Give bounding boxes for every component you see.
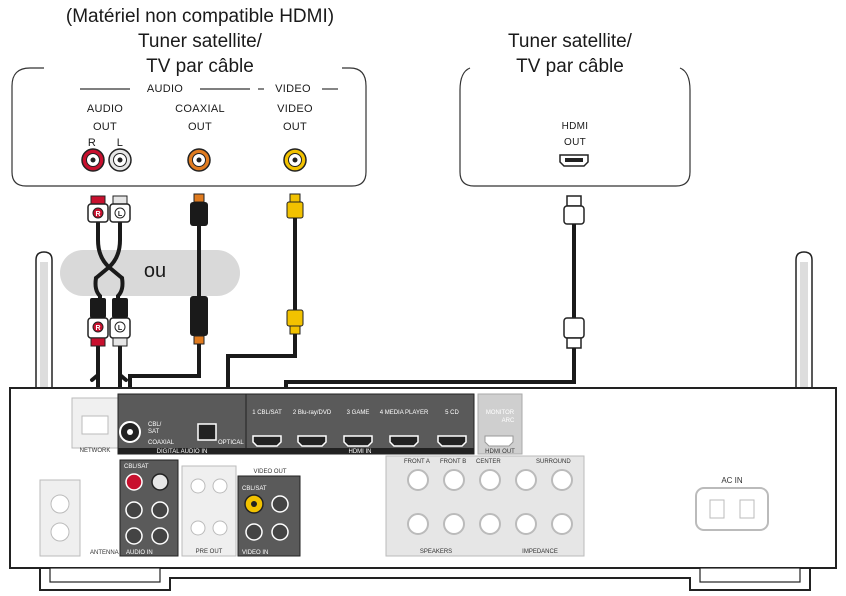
network-port: [71, 397, 119, 449]
plug-l-top-letter: L: [118, 211, 123, 218]
jack-l-label: L: [116, 137, 124, 149]
hdmi-out-label-1: HDMI: [561, 121, 589, 132]
antenna-right: [795, 251, 813, 411]
audio-in-panel: [119, 459, 179, 557]
video-out-label-1: VIDEO: [277, 103, 313, 115]
hdmi-out-label-2: OUT: [563, 137, 586, 148]
label-hdmi-in-title: HDMI IN: [349, 449, 372, 455]
digital-audio-in-panel: [117, 393, 247, 455]
label-hdmi-in-3: 3 GAME: [347, 410, 370, 416]
label-ac-in: AC IN: [721, 476, 743, 485]
audio-plug-l-bottom: [109, 317, 131, 347]
label-center: CENTER: [476, 459, 501, 465]
coaxial-out-label-1: COAXIAL: [175, 103, 225, 115]
coaxial-out-label-2: OUT: [187, 121, 213, 133]
label-video-in-title: VIDEO IN: [242, 550, 268, 556]
label-arc: ARC: [502, 418, 515, 424]
label-hdmi-in-5: 5 CD: [445, 410, 459, 416]
label-front-a: FRONT A: [404, 459, 430, 465]
source-note: (Matériel non compatible HDMI): [65, 6, 335, 27]
jack-coaxial: [187, 148, 211, 172]
label-digital-optical: OPTICAL: [218, 440, 244, 446]
ac-inlet: [695, 487, 769, 531]
label-front-b: FRONT B: [440, 459, 466, 465]
audio-plug-r-top: [87, 195, 109, 223]
hdmi-out-port-icon: [559, 154, 589, 167]
label-audio-in-title: AUDIO IN: [126, 550, 153, 556]
audio-out-label-2: OUT: [92, 121, 118, 133]
label-network: NETWORK: [80, 448, 111, 454]
hdmi-device-box: [459, 67, 691, 187]
label-speakers: SPEAKERS: [420, 549, 452, 555]
jack-video: [283, 148, 307, 172]
plug-r-bottom-letter: R: [95, 325, 100, 332]
video-in-panel: [237, 475, 301, 557]
group-audio-label: AUDIO: [146, 83, 184, 95]
speaker-terminals: [385, 455, 585, 557]
source-title-line1: Tuner satellite/: [138, 31, 262, 52]
label-hdmi-in-2: 2 Blu-ray/DVD: [293, 410, 332, 416]
label-antenna: ANTENNA: [90, 550, 119, 556]
hdmi-out-panel: [477, 393, 523, 455]
plug-r-top-letter: R: [95, 211, 100, 218]
label-digital-sat: SAT: [148, 429, 160, 435]
audio-out-label-1: AUDIO: [86, 103, 124, 115]
antenna-terminals: [39, 479, 81, 557]
label-impedance: IMPEDANCE: [522, 549, 558, 555]
alternative-label: ou: [143, 260, 167, 282]
audio-plug-r-bottom: [87, 317, 109, 347]
hdmi-device-title-line2: TV par câble: [516, 56, 624, 77]
label-digital-coaxial: COAXIAL: [148, 440, 175, 446]
label-monitor: MONITOR: [486, 410, 515, 416]
hdmi-device-title-line1: Tuner satellite/: [508, 31, 632, 52]
video-out-label-2: OUT: [282, 121, 308, 133]
label-pre-out: PRE OUT: [196, 549, 223, 555]
audio-plug-l-top: [109, 195, 131, 223]
label-audio-in-cbl: CBL/SAT: [124, 464, 149, 470]
label-hdmi-in-4: 4 MEDIA PLAYER: [380, 410, 429, 416]
label-hdmi-in-1: 1 CBL/SAT: [252, 410, 282, 416]
source-title-line2: TV par câble: [146, 56, 254, 77]
group-video-label: VIDEO: [275, 83, 311, 95]
jack-audio-l: [108, 148, 132, 172]
label-digital-cbl: CBL/: [148, 422, 162, 428]
source-device-box: [11, 67, 367, 187]
audio-plug-lower-bodies: [90, 298, 128, 318]
pre-out-panel: [181, 465, 237, 557]
plug-l-bottom-letter: L: [118, 325, 123, 332]
hdmi-in-panel: [245, 393, 475, 455]
label-video-out: VIDEO OUT: [253, 469, 286, 475]
jack-r-label: R: [87, 137, 97, 149]
jack-audio-r: [81, 148, 105, 172]
antenna-left: [35, 251, 53, 411]
label-surround: SURROUND: [536, 459, 571, 465]
label-hdmi-out-title: HDMI OUT: [485, 449, 515, 455]
label-digital-title: DIGITAL AUDIO IN: [157, 449, 208, 455]
label-video-in-cbl: CBL/SAT: [242, 486, 267, 492]
